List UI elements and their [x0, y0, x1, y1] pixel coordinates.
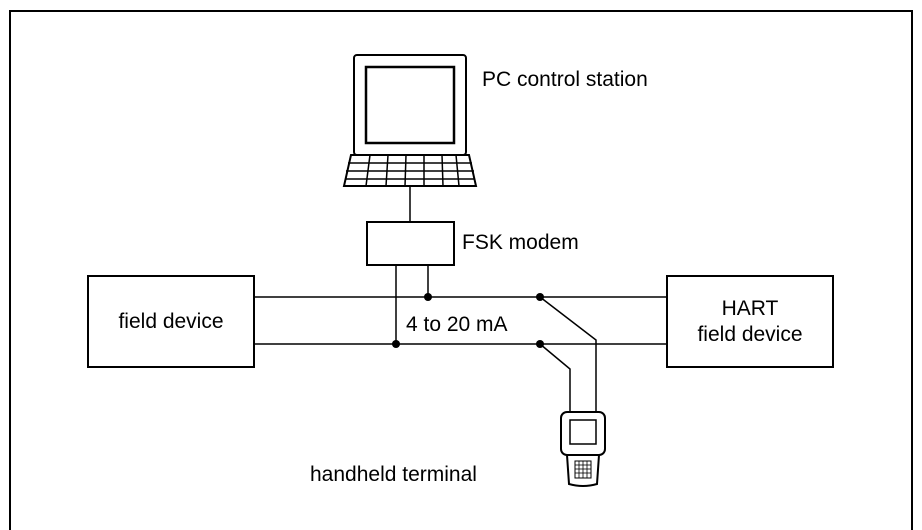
handheld-lead-bottom	[539, 343, 571, 412]
handheld-terminal-label: handheld terminal	[310, 463, 477, 486]
junction-dot-handheld-bottom	[536, 340, 544, 348]
hart-label-line1: HART	[721, 297, 779, 320]
field-device-box	[87, 275, 255, 368]
handheld-terminal-icon	[560, 411, 606, 487]
junction-dot-modem-bottom	[392, 340, 400, 348]
pc-station-label: PC control station	[482, 68, 648, 91]
fsk-modem-box	[366, 221, 455, 266]
handheld-lead-top	[539, 296, 597, 412]
junction-dot-modem-top	[424, 293, 432, 301]
keyboard-icon	[342, 154, 478, 187]
field-device-label: field device	[118, 310, 224, 333]
pc-monitor-icon	[353, 54, 467, 156]
current-loop-label: 4 to 20 mA	[406, 313, 508, 336]
hart-field-device-box	[666, 275, 834, 368]
junction-dot-handheld-top	[536, 293, 544, 301]
diagram-frame	[9, 10, 913, 530]
fsk-modem-label: FSK modem	[462, 231, 579, 254]
hart-label-line2: field device	[697, 323, 803, 346]
